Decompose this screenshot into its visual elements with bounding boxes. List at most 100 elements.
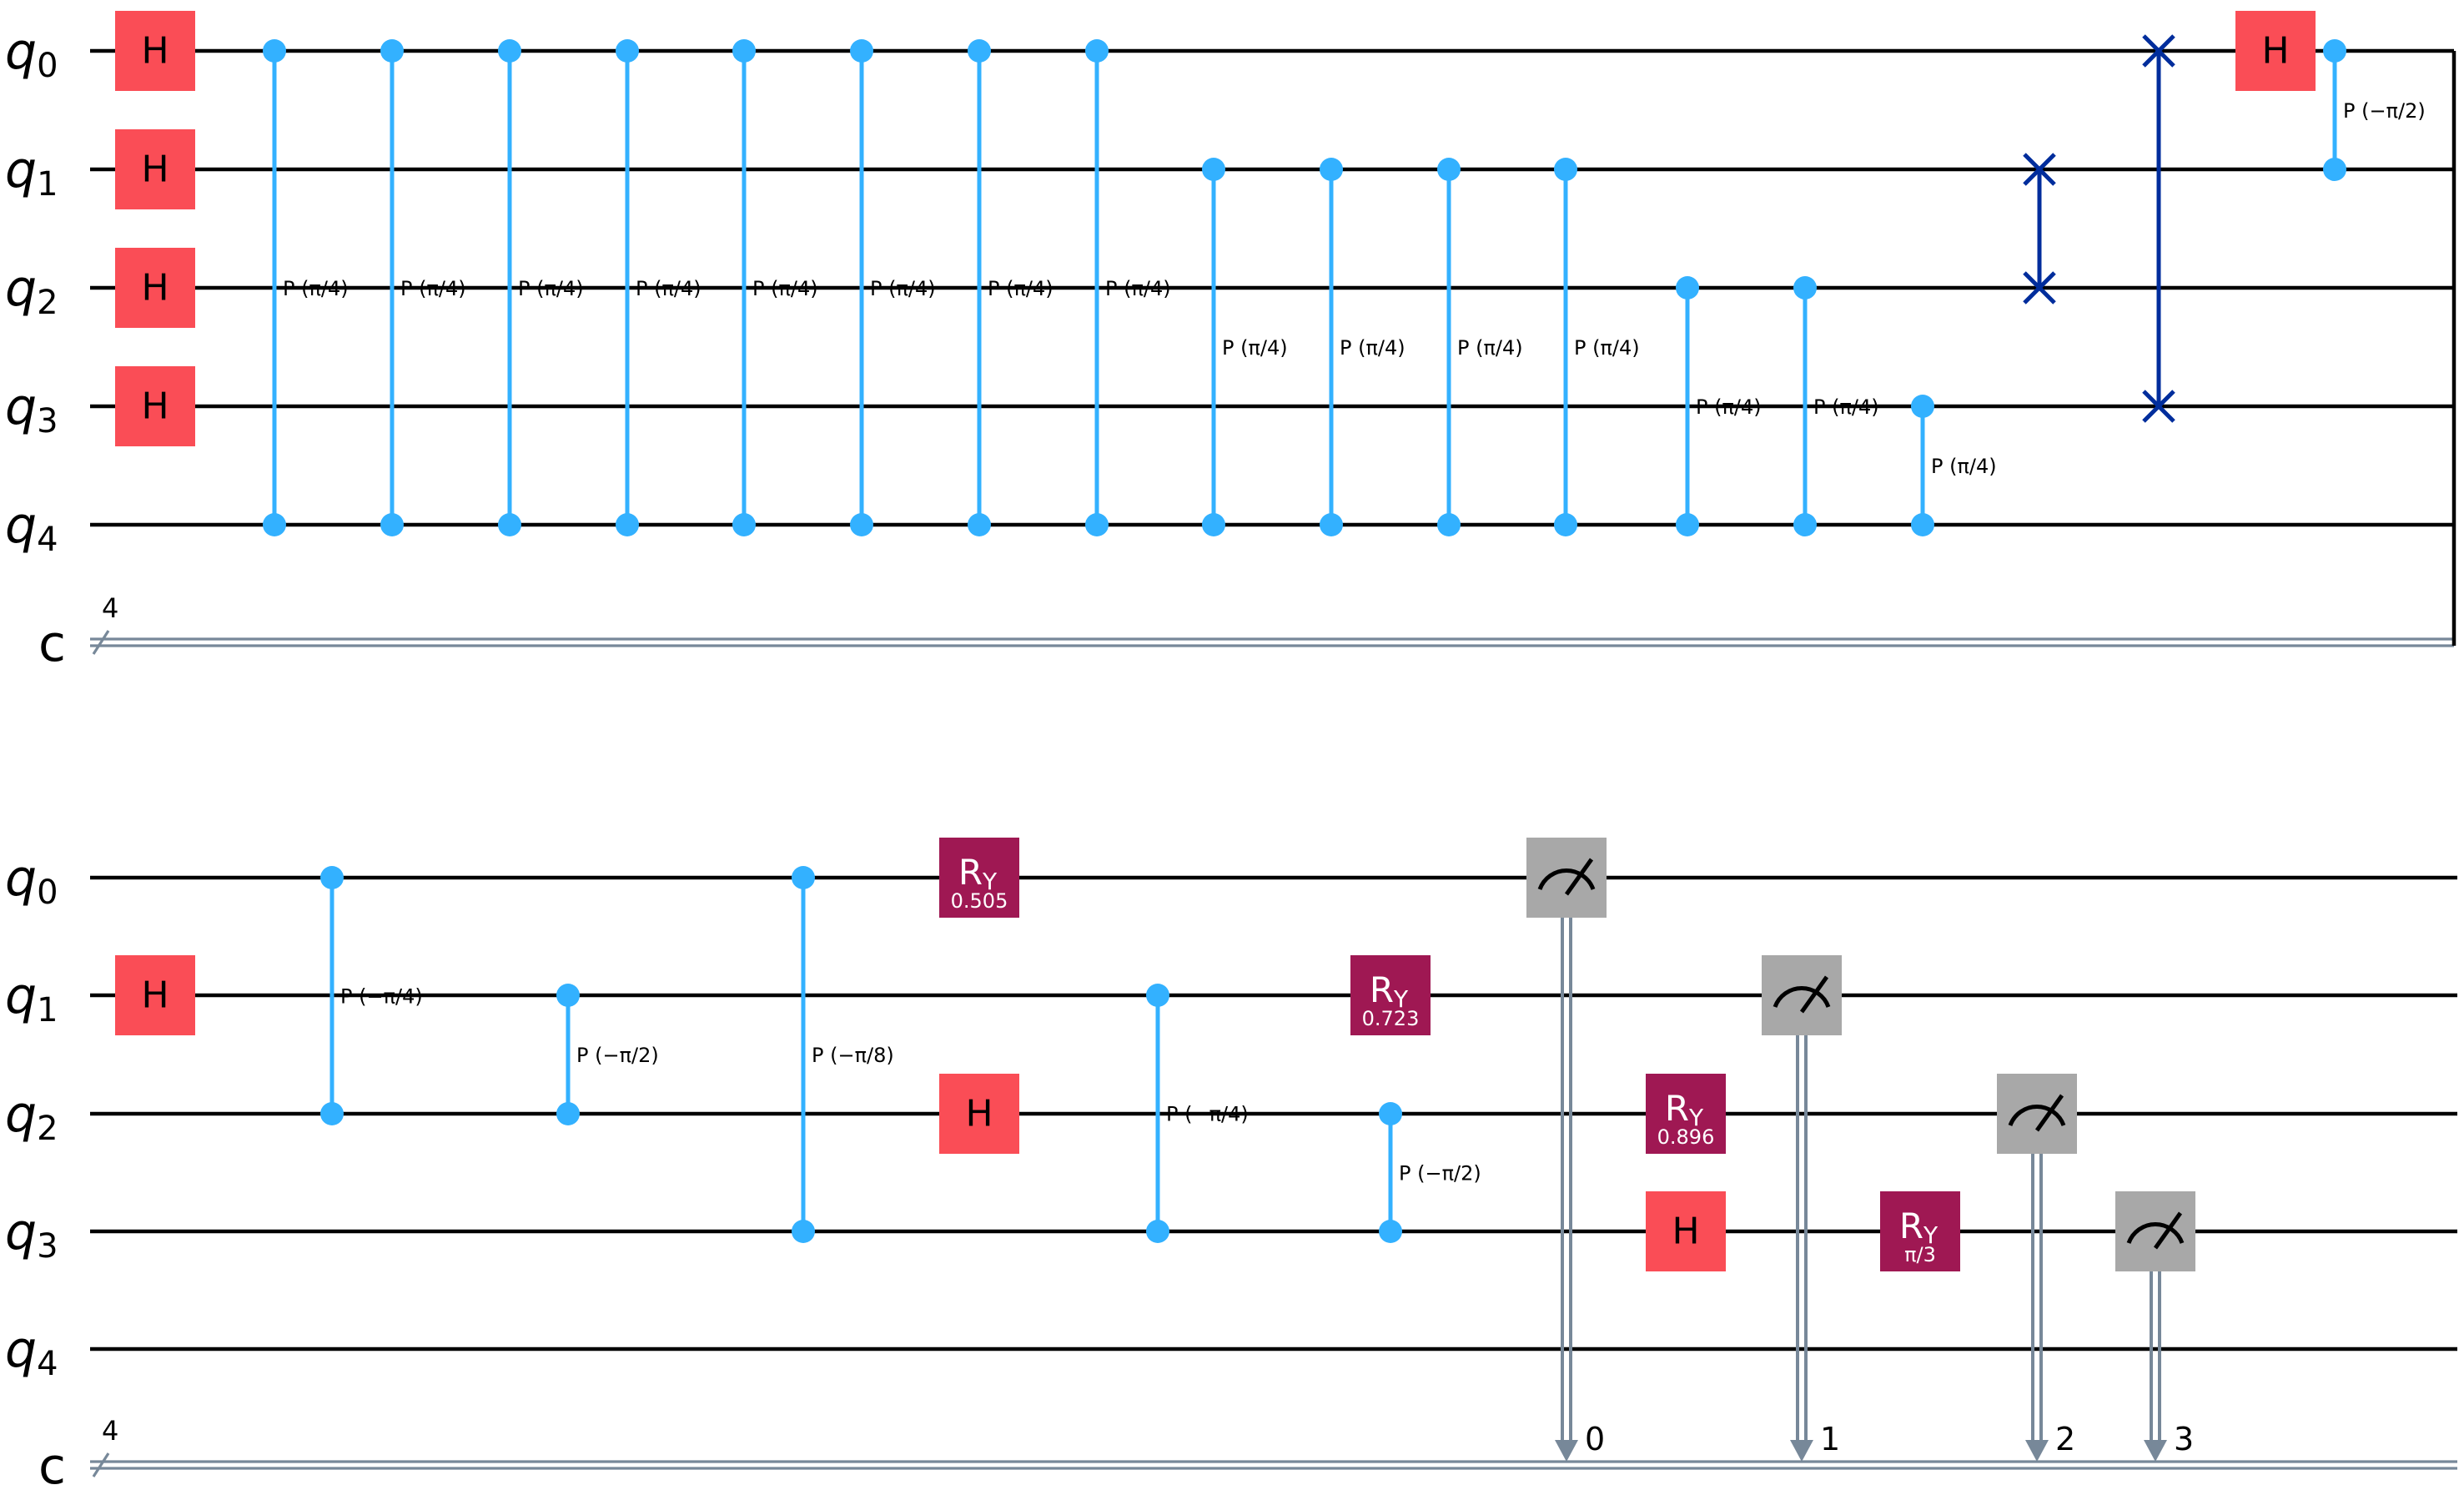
h-gate: H [1646, 1191, 1726, 1271]
control-dot [2323, 158, 2346, 181]
ry-gate-axis: Y [1923, 1221, 1939, 1249]
measure-box [2115, 1191, 2195, 1271]
control-dot [1202, 158, 1225, 181]
control-dot [850, 513, 873, 536]
phase-label: P (π/4) [752, 277, 818, 300]
measure-gate: 2 [1997, 1074, 2077, 1462]
qubit-label: q4 [5, 1321, 58, 1383]
phase-label: P (π/4) [1574, 336, 1640, 360]
controlled-phase-gate: P (π/4) [616, 39, 701, 536]
meter-needle-icon [2153, 1211, 2183, 1250]
ry-gate-letter: R [1370, 969, 1394, 1010]
phase-label: P (−π/4) [1166, 1103, 1249, 1126]
control-dot [263, 39, 286, 63]
ry-gate: RY0.896 [1646, 1074, 1726, 1154]
controlled-phase-gate: P (−π/2) [2323, 39, 2426, 181]
phase-label: P (π/4) [283, 277, 349, 300]
control-dot [320, 1102, 344, 1125]
control-dot [1437, 513, 1461, 536]
qubit-label-name: q [5, 259, 37, 318]
swap-gate [2023, 153, 2056, 305]
control-dot [556, 1102, 580, 1125]
phase-label: P (−π/4) [340, 985, 423, 1009]
qubit-label: q4 [5, 496, 58, 559]
measure-gate: 1 [1762, 955, 1842, 1462]
meter-arc-icon [1773, 985, 1831, 1008]
phase-label: P (π/4) [1813, 395, 1879, 419]
control-dot [792, 866, 815, 889]
qubit-label-name: q [5, 141, 37, 199]
measure-box [1526, 838, 1607, 918]
control-dot [1554, 513, 1577, 536]
control-dot [1793, 276, 1817, 300]
swap-cross-icon [2023, 153, 2056, 186]
controlled-phase-gate: P (−π/4) [1146, 984, 1249, 1243]
swap-cross-icon [2023, 271, 2056, 305]
qubit-label: q0 [5, 849, 58, 912]
swap-cross-icon [2142, 34, 2175, 68]
control-dot [732, 39, 756, 63]
control-dot [263, 513, 286, 536]
bus-slash [92, 630, 110, 655]
qubit-label-index: 1 [37, 165, 58, 204]
h-gate-box [115, 11, 195, 91]
control-dot [732, 513, 756, 536]
qubit-label-index: 0 [37, 873, 58, 912]
controlled-phase-gate: P (−π/8) [792, 866, 894, 1243]
h-gate: H [2235, 11, 2316, 91]
ry-gate-letter: R [1665, 1088, 1689, 1129]
measure-arrow-icon [1555, 1440, 1578, 1462]
qubit-label: q2 [5, 259, 58, 322]
ry-gate-letter: R [1899, 1206, 1923, 1246]
control-dot [850, 39, 873, 63]
h-gate-label: H [2261, 30, 2289, 73]
control-dot [1911, 395, 1934, 418]
qubit-label-name: q [5, 849, 37, 908]
swap-cross-icon [2142, 390, 2175, 423]
controlled-phase-gate: P (−π/2) [556, 984, 659, 1125]
classical-bit-count: 4 [102, 1415, 118, 1447]
h-gate-box [115, 248, 195, 328]
h-gate-label: H [141, 385, 168, 428]
control-dot [968, 39, 991, 63]
h-gate: H [939, 1074, 1019, 1154]
meter-needle-icon [1799, 975, 1829, 1014]
meter-arc-icon [2008, 1104, 2066, 1126]
classical-register-label: c [38, 1437, 66, 1490]
measure-bit-index: 1 [1820, 1421, 1840, 1457]
controlled-phase-gate: P (π/4) [1793, 276, 1879, 536]
control-dot [1379, 1102, 1402, 1125]
h-gate-box [1646, 1191, 1726, 1271]
qubit-label-name: q [5, 1085, 37, 1144]
controlled-phase-gate: P (−π/2) [1379, 1102, 1481, 1243]
ry-gate-letter: R [958, 852, 983, 893]
qubit-label-index: 4 [37, 1345, 58, 1383]
phase-label: P (−π/2) [2343, 99, 2426, 123]
controlled-phase-gate: P (π/4) [1911, 395, 1997, 536]
control-dot [1202, 513, 1225, 536]
meter-arc-icon [2126, 1221, 2185, 1244]
h-gate-label: H [141, 148, 168, 191]
measure-box [1762, 955, 1842, 1035]
h-gate-label: H [141, 30, 168, 73]
controlled-phase-gate: P (π/4) [850, 39, 936, 536]
ry-gate-label: RY [1370, 969, 1409, 1013]
measure-bit-index: 2 [2055, 1421, 2075, 1457]
control-dot [1320, 158, 1343, 181]
controlled-phase-gate: P (π/4) [968, 39, 1053, 536]
qubit-label-index: 2 [37, 1110, 58, 1148]
ry-gate-angle: 0.723 [1362, 1007, 1420, 1030]
ry-gate-box [939, 838, 1019, 918]
controlled-phase-gate: P (π/4) [732, 39, 818, 536]
qubit-label-index: 0 [37, 47, 58, 85]
h-gate: H [115, 955, 195, 1035]
h-gate-label: H [1672, 1211, 1699, 1253]
controlled-phase-gate: P (π/4) [498, 39, 584, 536]
phase-label: P (π/4) [1457, 336, 1523, 360]
measure-gate: 3 [2115, 1191, 2195, 1462]
phase-label: P (π/4) [1105, 277, 1171, 300]
h-gate-box [2235, 11, 2316, 91]
